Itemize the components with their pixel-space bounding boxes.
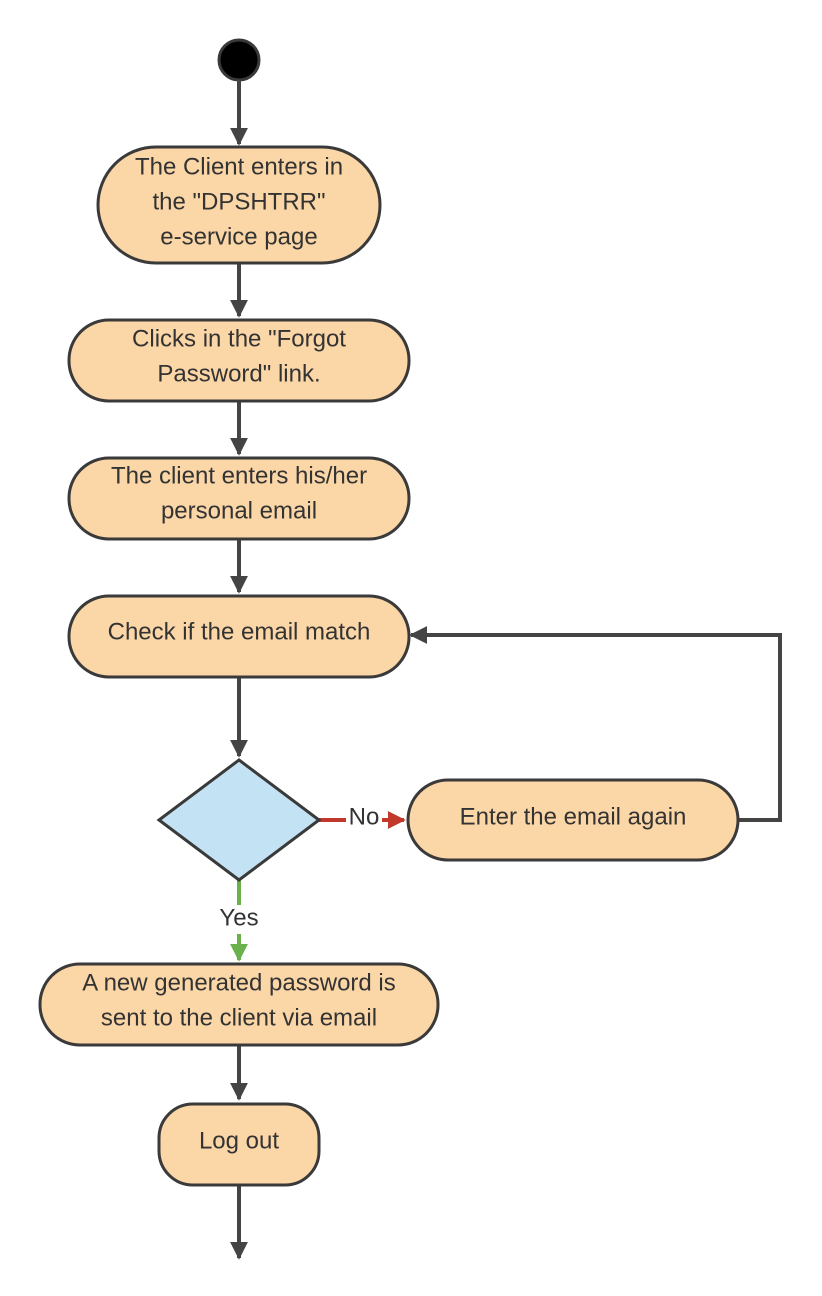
node-log-out: Log out — [157, 1102, 321, 1187]
node-check-email: Check if the email match — [67, 594, 411, 679]
node-enter-page: The Client enters in the "DPSHTRR" e-ser… — [96, 145, 382, 265]
node-forgot-link: Clicks in the "Forgot Password" link. — [67, 318, 411, 403]
edge-retry-loop — [409, 626, 782, 822]
node-log-out-line-1: Log out — [199, 1127, 279, 1154]
node-new-password-line-1: A new generated password is — [82, 969, 396, 996]
node-check-email-line-1: Check if the email match — [108, 618, 371, 645]
node-enter-page-line-1: The Client enters in — [135, 153, 343, 180]
node-enter-page-line-3: e-service page — [160, 223, 317, 250]
node-new-password-line-2: sent to the client via email — [101, 1004, 377, 1031]
node-enter-email: The client enters his/her personal email — [67, 456, 411, 541]
node-enter-page-line-2: the "DPSHTRR" — [152, 188, 325, 215]
node-enter-again-line-1: Enter the email again — [460, 803, 687, 830]
edge-label-yes: Yes — [219, 904, 258, 931]
node-enter-email-line-1: The client enters his/her — [111, 462, 367, 489]
node-forgot-link-line-2: Password" link. — [157, 360, 320, 387]
start-node — [217, 38, 261, 82]
decision-email-match — [156, 758, 322, 882]
node-enter-email-line-2: personal email — [161, 497, 317, 524]
edge-label-no: No — [349, 803, 380, 830]
node-enter-again: Enter the email again — [406, 778, 740, 862]
node-forgot-link-line-1: Clicks in the "Forgot — [132, 325, 346, 352]
node-new-password: A new generated password is sent to the … — [38, 962, 440, 1047]
